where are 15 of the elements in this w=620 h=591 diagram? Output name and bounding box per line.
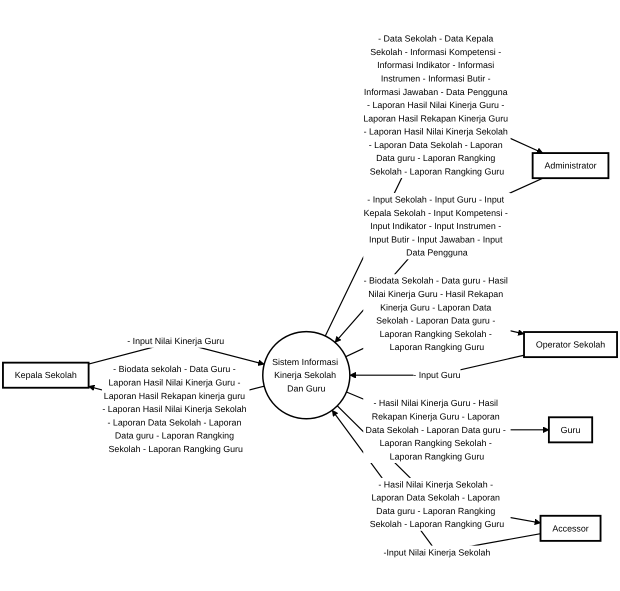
edge-label: - Biodata Sekolah - Data guru - Hasil Nilai Kinerja Guru - Hasil Rekapan Kinerja Guru - Laporan Data Sekolah - Laporan Data guru - Laporan Rangking Sekolah - Laporan Rangking Guru bbox=[364, 276, 508, 352]
node-box: Administrator bbox=[532, 152, 610, 180]
edge-label: - Input Guru bbox=[413, 370, 461, 380]
edge-label: - Hasil Nilai Kinerja Sekolah - Laporan Data Sekolah - Laporan Data guru - Laporan Rangking Sekolah - Laporan Rangking Guru bbox=[370, 479, 504, 530]
node-box: Accessor bbox=[540, 514, 602, 542]
edge-label: - Input Sekolah - Input Guru - Input Kepala Sekolah - Input Kompetensi - Input Indikator - Input Instrumen - Input Butir - Input Jawaban - Input Data Pengguna bbox=[364, 194, 508, 258]
edge-label: - Hasil Nilai Kinerja Guru - Hasil Rekapan Kinerja Guru - Laporan Data Sekolah - Laporan Data guru - Laporan Rangking Sekolah - Laporan Rangking Guru bbox=[366, 398, 506, 462]
node-box: Guru bbox=[548, 416, 594, 444]
node-box: Kepala Sekolah bbox=[2, 362, 90, 389]
edge-label: -Input Nilai Kinerja Sekolah bbox=[384, 547, 490, 558]
edge-label: - Biodata sekolah - Data Guru - Laporan Hasil Nilai Kinerja Guru - Laporan Hasil Rekapan kinerja guru - Laporan Hasil Nilai Kinerja Sekolah - Laporan Data Sekolah - Laporan Data guru - Laporan Rangking Sekolah - Laporan Rangking Guru bbox=[102, 364, 247, 454]
node-circle: Sistem Informasi Kinerja Sekolah Dan Guru bbox=[262, 330, 351, 420]
node-box: Operator Sekolah bbox=[523, 331, 618, 358]
edge-label: - Input Nilai Kinerja Guru bbox=[127, 336, 224, 346]
edge-label: - Data Sekolah - Data Kepala Sekolah - Informasi Kompetensi - Informasi Indikator - Informasi Instrumen - Informasi Butir - Informasi Jawaban - Data Pengguna - Laporan Hasil Nilai Kinerja Guru - Laporan Hasil Rekapan Kinerja Guru - Laporan Hasil Nilai Kinerja Sekolah - Laporan Data Sekolah - Laporan Data guru - Laporan Rangking Sekolah - Laporan Rangking Guru bbox=[363, 34, 508, 177]
